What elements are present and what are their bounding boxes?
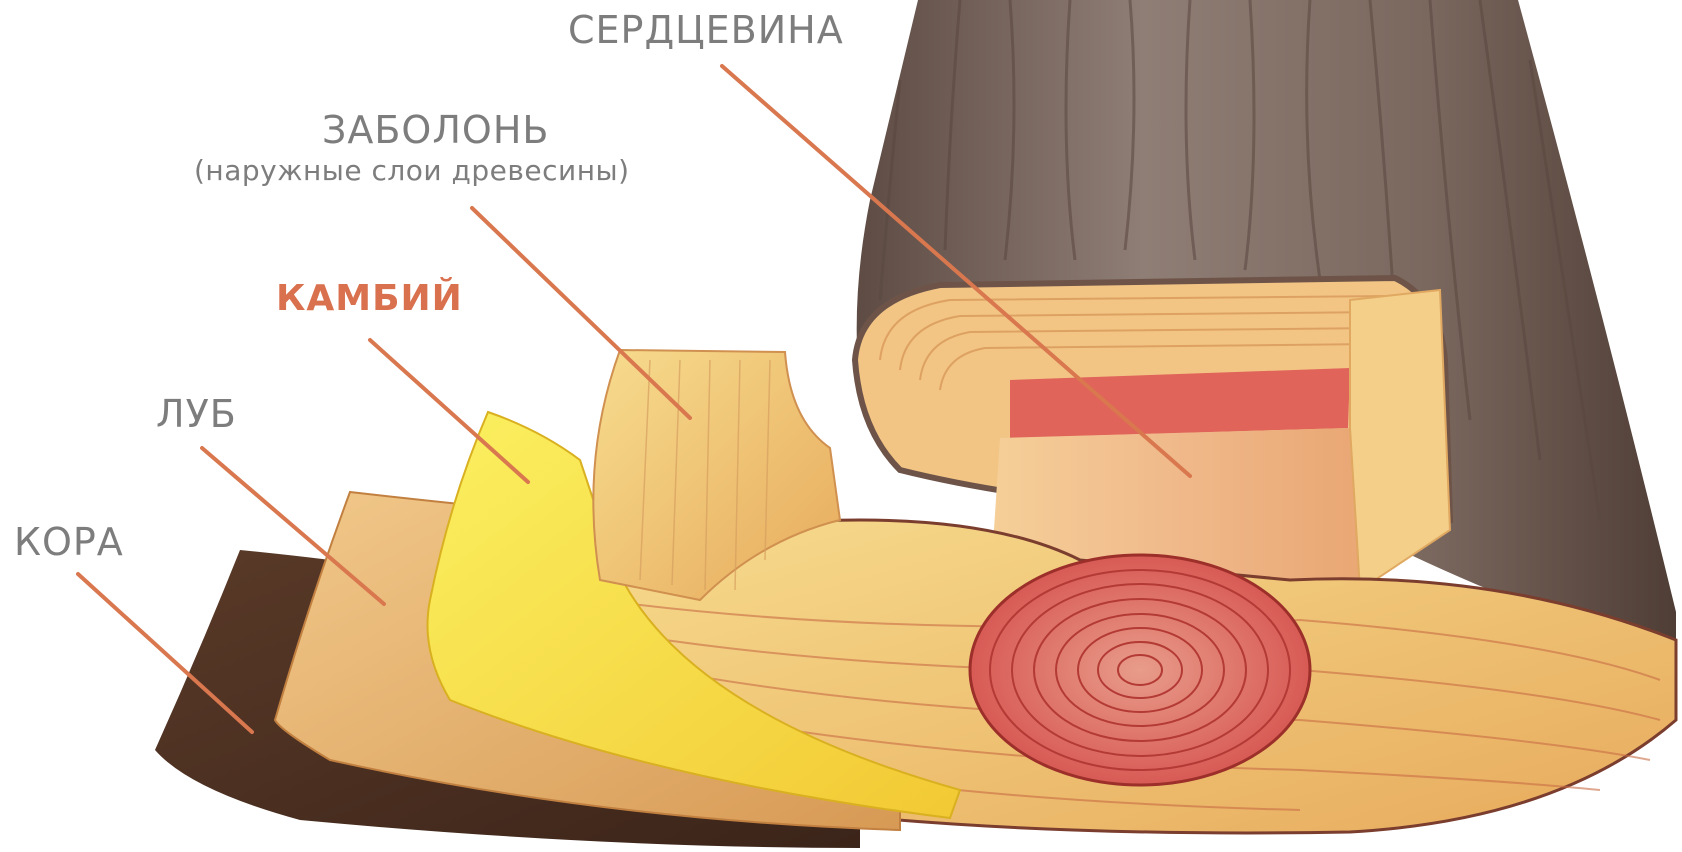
label-sapwood-note: (наружные слои древесины) xyxy=(194,154,630,187)
leader-sapwood xyxy=(472,208,690,418)
growth-rings-end xyxy=(970,555,1310,785)
heartwood-top xyxy=(1010,368,1350,438)
label-heartwood: СЕРДЦЕВИНА xyxy=(568,8,844,52)
leader-cambium xyxy=(370,340,528,482)
label-cambium: КАМБИЙ xyxy=(276,278,463,319)
label-bark: КОРА xyxy=(14,520,124,564)
label-sapwood: ЗАБОЛОНЬ xyxy=(322,108,549,152)
label-phloem: ЛУБ xyxy=(156,392,237,436)
